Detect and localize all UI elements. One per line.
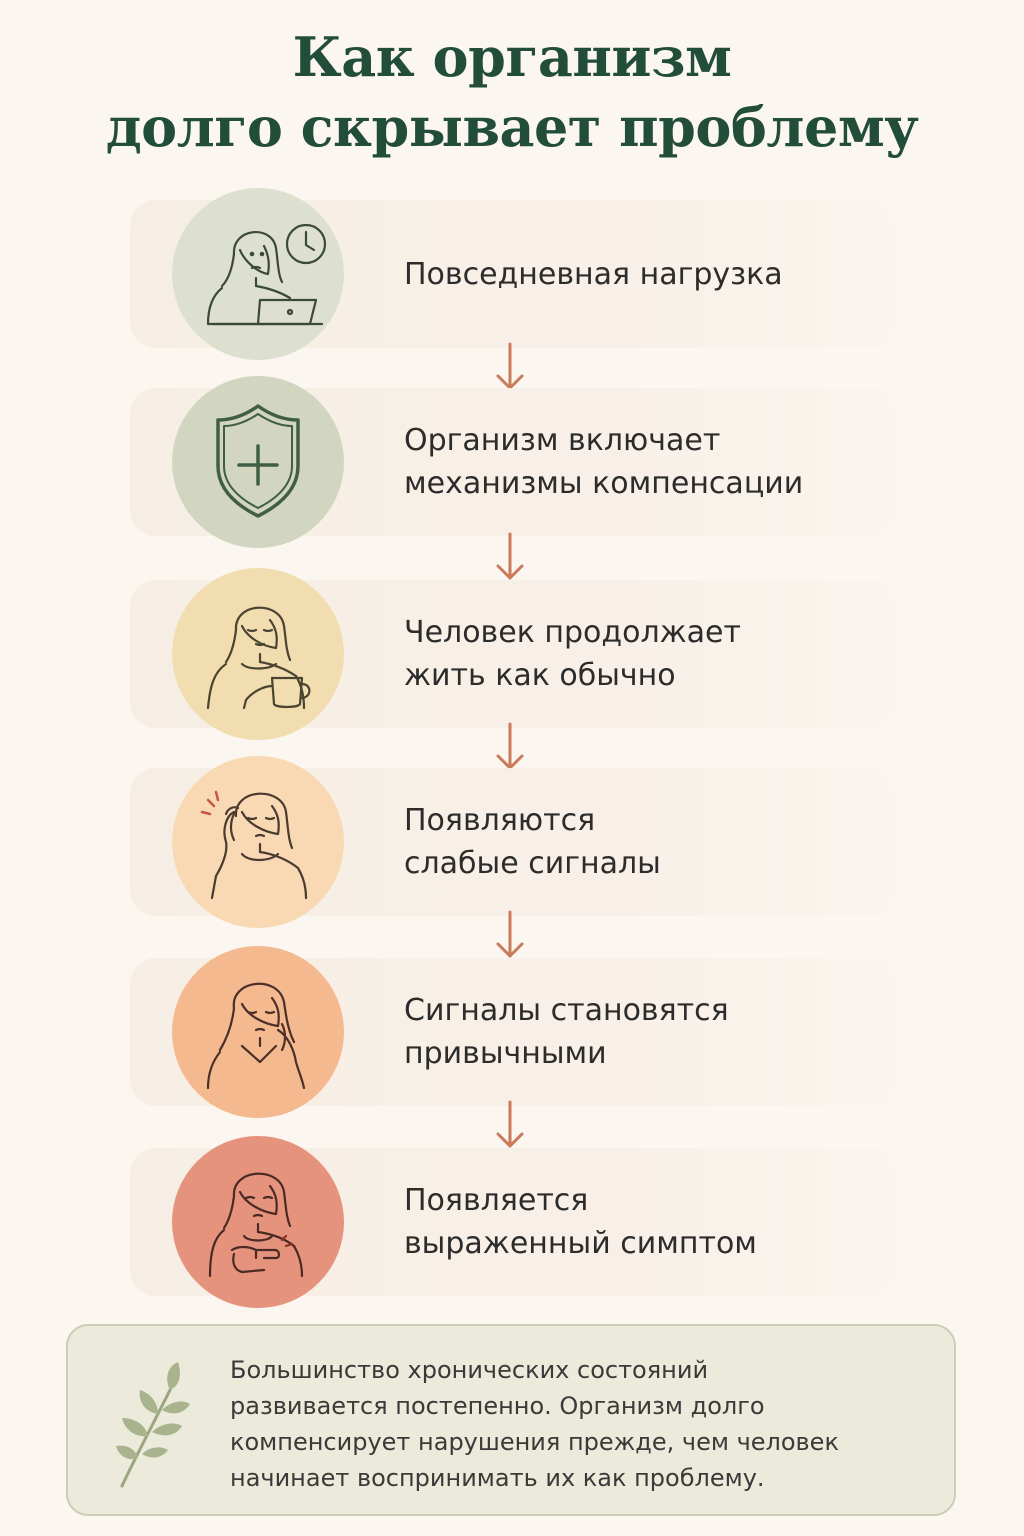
down-arrow-icon	[494, 722, 526, 772]
step-3-line-1: Человек продолжает	[404, 615, 741, 650]
down-arrow-icon	[494, 342, 526, 392]
step-6-line-2: выраженный симптом	[404, 1226, 757, 1261]
step-circle-5	[172, 946, 344, 1118]
step-circle-1	[172, 188, 344, 360]
step-circle-4	[172, 756, 344, 928]
summary-line-1: Большинство хронических состояний	[230, 1356, 709, 1384]
step-text-6: Появляется выраженный симптом	[404, 1148, 884, 1296]
down-arrow-icon	[494, 1100, 526, 1150]
step-4-line-2: слабые сигналы	[404, 846, 661, 881]
woman-laptop-clock-icon	[206, 223, 327, 326]
woman-cup-icon	[206, 606, 311, 710]
step-text-1: Повседневная нагрузка	[404, 200, 884, 348]
step-5-line-1: Сигналы становятся	[404, 993, 729, 1028]
shield-plus-icon	[216, 404, 300, 518]
step-text-5: Сигналы становятся привычными	[404, 958, 884, 1106]
woman-chest-pain-icon	[208, 1172, 304, 1278]
step-card-5: Сигналы становятся привычными	[130, 946, 896, 1118]
summary-line-4: начинает воспринимать их как проблему.	[230, 1464, 765, 1492]
step-card-1: Повседневная нагрузка	[130, 188, 896, 360]
step-text-2: Организм включает механизмы компенсации	[404, 388, 884, 536]
step-6-line-1: Появляется	[404, 1183, 589, 1218]
step-text-4: Появляются слабые сигналы	[404, 768, 884, 916]
step-circle-6	[172, 1136, 344, 1308]
summary-line-3: компенсирует нарушения прежде, чем челов…	[230, 1428, 839, 1456]
step-3-line-2: жить как обычно	[404, 658, 676, 693]
step-text-3: Человек продолжает жить как обычно	[404, 580, 884, 728]
summary-line-2: развивается постепенно. Организм долго	[230, 1392, 765, 1420]
step-card-4: Появляются слабые сигналы	[130, 756, 896, 928]
summary-text: Большинство хронических состояний развив…	[230, 1352, 930, 1496]
down-arrow-icon	[494, 910, 526, 960]
step-2-line-2: механизмы компенсации	[404, 466, 804, 501]
leaf-branch-icon	[116, 1362, 190, 1488]
step-2-line-1: Организм включает	[404, 423, 721, 458]
summary-note: Большинство хронических состояний развив…	[66, 1324, 956, 1516]
step-circle-2	[172, 376, 344, 548]
step-card-6: Появляется выраженный симптом	[130, 1136, 896, 1308]
title-line-1: Как организм	[292, 25, 732, 89]
step-card-3: Человек продолжает жить как обычно	[130, 568, 896, 740]
step-1-line-1: Повседневная нагрузка	[404, 256, 783, 292]
down-arrow-icon	[494, 532, 526, 582]
step-circle-3	[172, 568, 344, 740]
woman-tired-icon	[206, 982, 306, 1090]
step-4-line-1: Появляются	[404, 803, 596, 838]
step-5-line-2: привычными	[404, 1036, 607, 1071]
title-line-2: долго скрывает проблему	[105, 95, 919, 159]
step-card-2: Организм включает механизмы компенсации	[130, 376, 896, 548]
woman-headache-icon	[200, 790, 308, 900]
page-title: Как организм долго скрывает проблему	[0, 22, 1024, 162]
